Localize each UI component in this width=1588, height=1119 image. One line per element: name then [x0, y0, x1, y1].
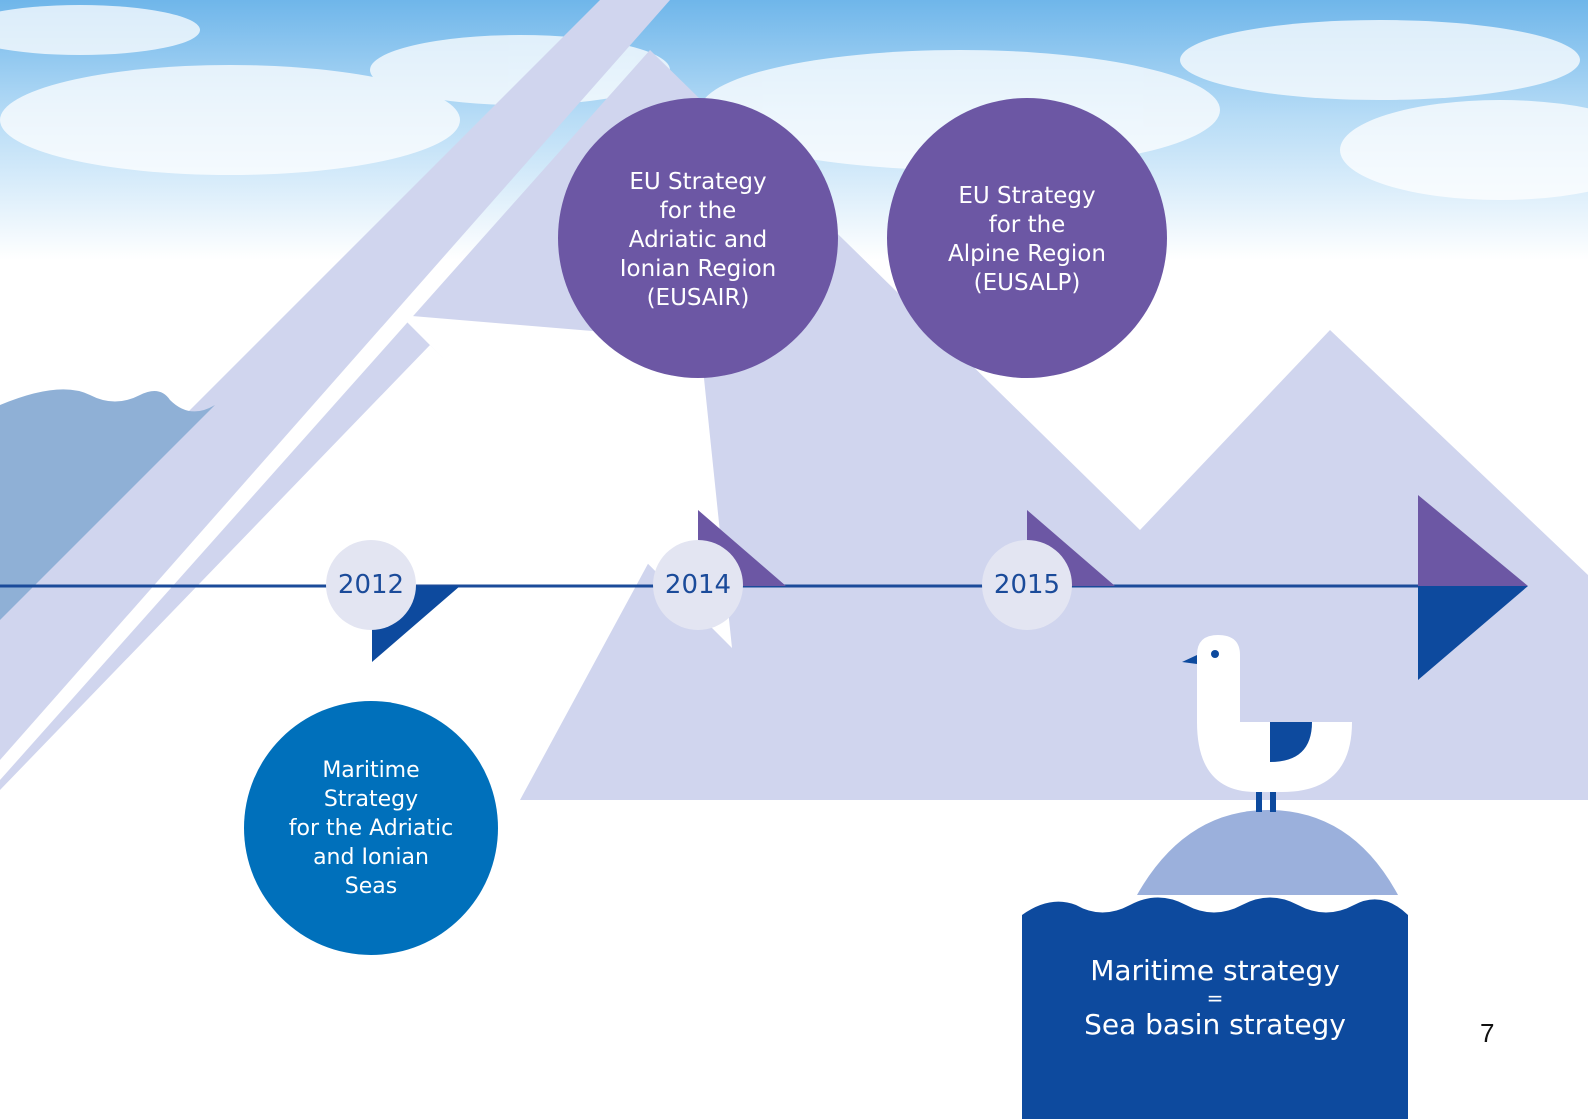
sea-box	[1022, 897, 1408, 1119]
eusalp-label: EU Strategy for the Alpine Region (EUSAL…	[948, 183, 1106, 296]
arrowhead-top	[1418, 495, 1528, 586]
sea-box-line-1: Maritime strategy	[1090, 954, 1340, 987]
maritime-adriatic-label: Maritime Strategy for the Adriatic and I…	[288, 757, 454, 899]
year-badge-2012: 2012	[326, 540, 416, 630]
island	[1137, 810, 1398, 895]
eusair-label: EU Strategy for the Adriatic and Ionian …	[619, 169, 777, 311]
circle-eusalp	[887, 98, 1167, 378]
circle-eusair	[558, 98, 838, 378]
year-badge-2014: 2014	[653, 540, 743, 630]
seagull-icon	[1182, 635, 1352, 812]
year-badge-2015: 2015	[982, 540, 1072, 630]
sea-box-text: Maritime strategy = Sea basin strategy	[1022, 955, 1408, 1041]
left-mountain-strip	[0, 0, 670, 760]
sea-box-line-3: Sea basin strategy	[1084, 1008, 1346, 1041]
sea-box-line-2: =	[1206, 986, 1224, 1010]
page-number: 7	[1480, 1018, 1495, 1048]
arrowhead-bottom	[1418, 586, 1528, 680]
circle-maritime-adriatic	[244, 701, 498, 955]
left-sea-wave	[0, 389, 215, 620]
